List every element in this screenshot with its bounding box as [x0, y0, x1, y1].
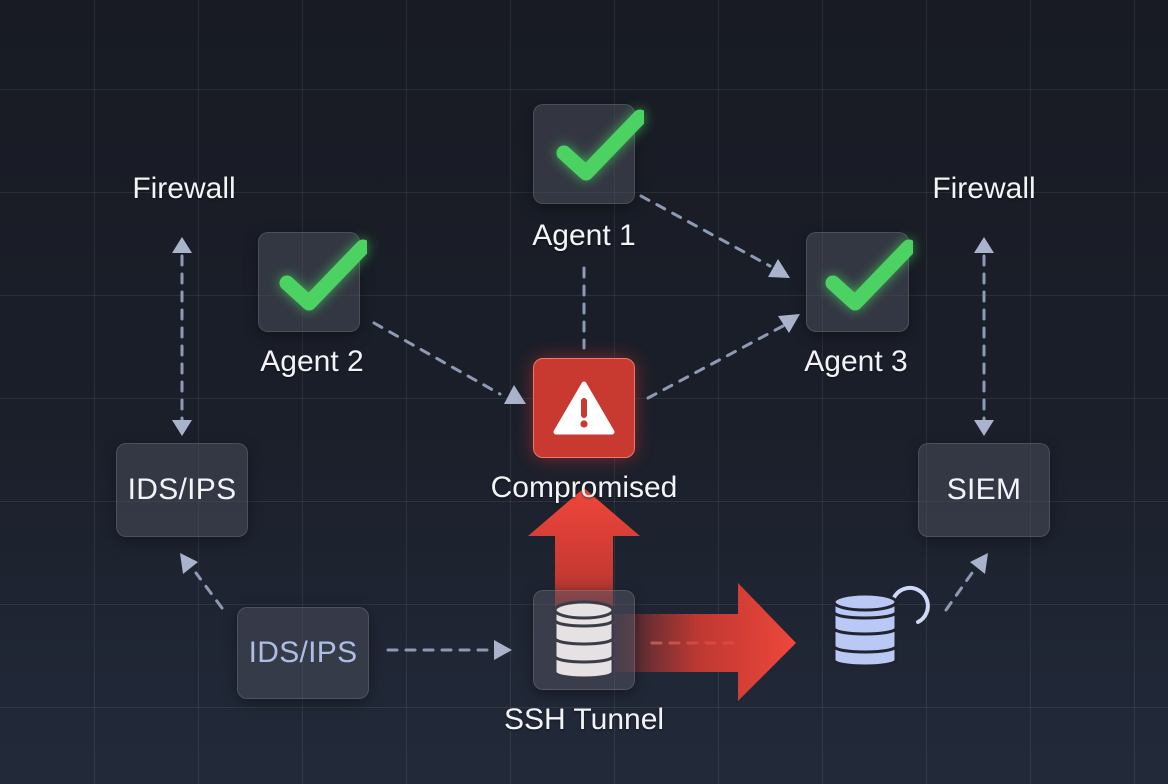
connector-exfil-siem — [944, 571, 974, 612]
ssh-tunnel-label: SSH Tunnel — [503, 703, 665, 736]
check-icon — [279, 239, 367, 311]
agent3-node[interactable] — [806, 232, 913, 332]
connector-ids-lower-ids-upper — [194, 571, 224, 610]
check-icon — [825, 239, 913, 311]
agent1-node[interactable] — [533, 104, 644, 204]
arrowhead-agent2-compromised — [504, 385, 526, 404]
ids-ips-upper-label: IDS/IPS — [127, 473, 237, 506]
ids-ips-upper-node[interactable]: IDS/IPS — [116, 443, 248, 537]
compromised-label: Compromised — [490, 471, 678, 504]
firewall-left-label: Firewall — [132, 172, 236, 205]
ssh-tunnel-node[interactable] — [533, 590, 635, 690]
agent2-label: Agent 2 — [260, 345, 364, 378]
ids-ips-lower-node[interactable]: IDS/IPS — [237, 607, 369, 699]
connector-compromised-agent3 — [646, 324, 785, 400]
agent3-label: Agent 3 — [804, 345, 908, 378]
arrowhead-down-ids-upper — [172, 420, 192, 436]
agent2-node[interactable] — [258, 232, 367, 332]
database-sync-icon — [832, 585, 930, 668]
arrowhead-down-siem — [974, 420, 994, 436]
check-icon — [556, 109, 644, 181]
ids-ips-lower-label: IDS/IPS — [248, 636, 358, 669]
arrowhead-ids-upper — [180, 553, 198, 574]
connector-agent1-agent3 — [639, 194, 772, 268]
siem-node[interactable]: SIEM — [918, 443, 1050, 537]
warning-icon — [553, 381, 615, 435]
arrowhead-up-firewall-right — [974, 237, 994, 253]
connector-agent2-compromised — [372, 321, 502, 396]
arrowhead-ssh — [494, 640, 512, 660]
firewall-right-label: Firewall — [932, 172, 1036, 205]
exfil-arrow-right — [600, 583, 796, 701]
arrowhead-up-firewall-left — [172, 237, 192, 253]
database-icon — [553, 600, 615, 680]
arrowhead-siem — [970, 553, 988, 574]
arrowhead-agent1-agent3 — [768, 259, 790, 278]
arrowhead-compromised-agent3 — [778, 314, 800, 333]
compromised-node[interactable] — [533, 358, 635, 458]
agent1-label: Agent 1 — [532, 219, 636, 252]
siem-label: SIEM — [946, 473, 1022, 506]
